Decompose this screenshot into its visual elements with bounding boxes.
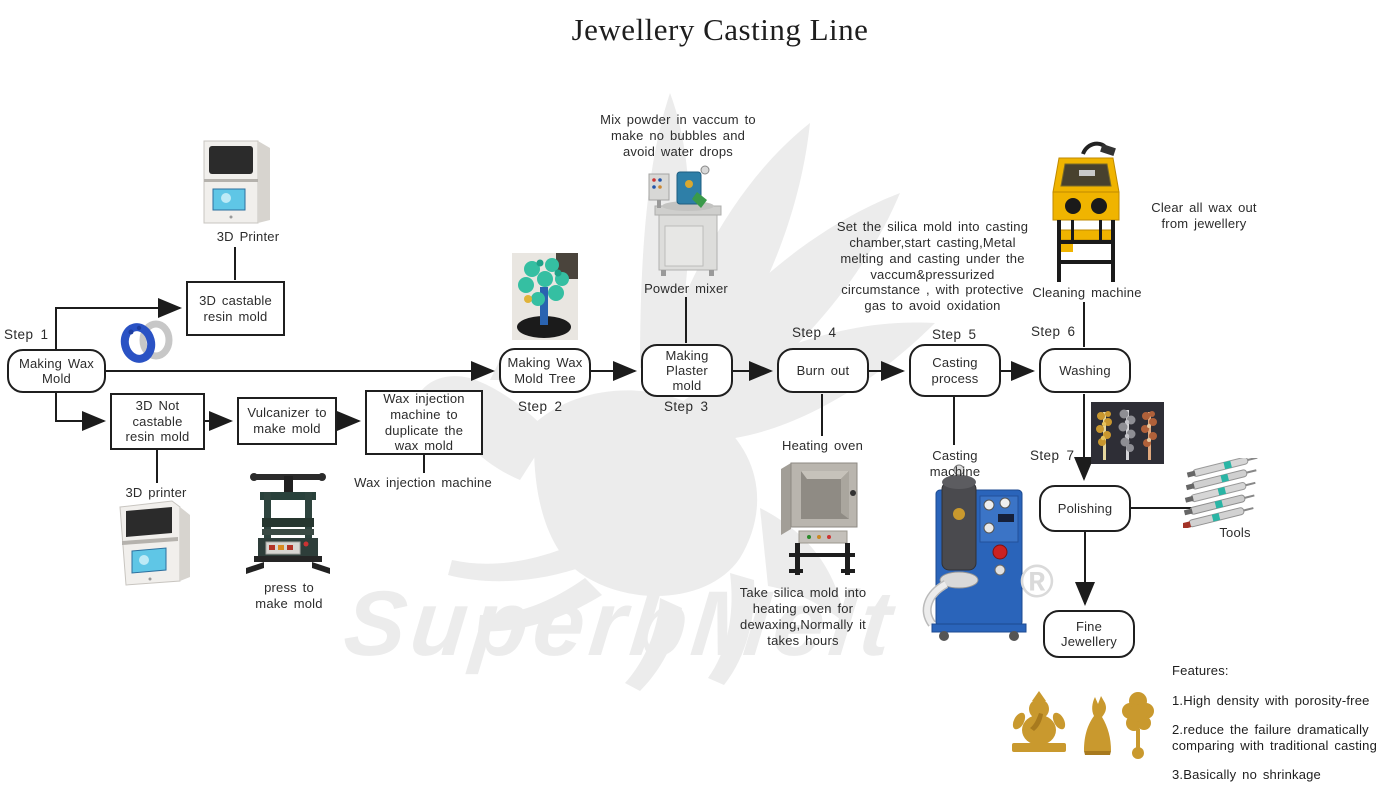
annotation-clear-wax: Clear all wax out from jewellery xyxy=(1151,200,1257,231)
box-vulcanizer-to-make-mold: Vulcanizer to make mold xyxy=(237,397,337,445)
gold-figurines-image xyxy=(1012,691,1154,759)
features-heading: Features: xyxy=(1172,663,1229,678)
step-5-label: Step 5 xyxy=(932,327,977,342)
wax-rings-image xyxy=(120,320,173,363)
feature-item-2: 2.reduce the failure dramatically compar… xyxy=(1172,722,1378,753)
step-4-label: Step 4 xyxy=(792,325,837,340)
flow-node-fine-jewellery: Fine Jewellery xyxy=(1043,610,1135,658)
label-heating-oven: Heating oven xyxy=(781,438,863,453)
annotation-take-silica-mold: Take silica mold into heating oven for d… xyxy=(739,585,867,648)
label-wax-injection-machine: Wax injection machine xyxy=(354,475,492,490)
label-cleaning-machine: Cleaning machine xyxy=(1032,285,1142,300)
wax-mold-tree-image xyxy=(512,253,578,340)
feature-item-1: 1.High density with porosity-free xyxy=(1172,692,1370,708)
3d-printer-bottom-image xyxy=(119,500,190,586)
label-casting-machine: Casting machine xyxy=(929,448,981,479)
annotation-set-silica-mold: Set the silica mold into casting chamber… xyxy=(836,219,1029,314)
step-7-label: Step 7 xyxy=(1030,448,1075,463)
registered-mark-icon: ® xyxy=(1020,555,1054,607)
step-2-label: Step 2 xyxy=(518,399,563,414)
step-6-label: Step 6 xyxy=(1031,324,1076,339)
feature-item-3: 3.Basically no shrinkage xyxy=(1172,767,1321,782)
page-title: Jewellery Casting Line xyxy=(571,12,869,47)
annotation-mix-powder: Mix powder in vaccum to make no bubbles … xyxy=(600,112,756,159)
features-list: Features: 1.High density with porosity-f… xyxy=(1172,663,1400,797)
heating-oven-image xyxy=(781,462,858,575)
flow-node-making-wax-mold-tree: Making Wax Mold Tree xyxy=(499,348,591,393)
step-3-label: Step 3 xyxy=(664,399,709,414)
press-machine-image xyxy=(246,473,330,574)
flow-node-burn-out: Burn out xyxy=(777,348,869,393)
polishing-tools-image xyxy=(1183,458,1258,528)
label-powder-mixer: Powder mixer xyxy=(644,281,728,296)
box-3d-castable-resin-mold: 3D castable resin mold xyxy=(186,281,285,336)
flow-node-washing: Washing xyxy=(1039,348,1131,393)
flow-node-polishing: Polishing xyxy=(1039,485,1131,532)
label-press-to-make-mold: press to make mold xyxy=(255,580,323,611)
cleaning-machine-image xyxy=(1052,141,1120,282)
box-3d-not-castable-resin-mold: 3D Not castable resin mold xyxy=(110,393,205,450)
powder-mixer-image xyxy=(648,165,722,276)
casting-machine-image xyxy=(922,464,1027,641)
flow-node-making-plaster-mold: Making Plaster mold xyxy=(641,344,733,397)
step-1-label: Step 1 xyxy=(4,327,49,342)
3d-printer-top-image xyxy=(203,140,270,224)
label-tools: Tools xyxy=(1219,525,1251,540)
label-3d-printer-top: 3D Printer xyxy=(216,229,280,244)
label-3d-printer-bottom: 3D printer xyxy=(125,485,187,500)
box-wax-injection-duplicate: Wax injection machine to duplicate the w… xyxy=(365,390,483,455)
flow-node-casting-process: Casting process xyxy=(909,344,1001,397)
cast-metal-trees-image xyxy=(1091,402,1164,464)
flow-node-making-wax-mold: Making Wax Mold xyxy=(7,349,106,393)
